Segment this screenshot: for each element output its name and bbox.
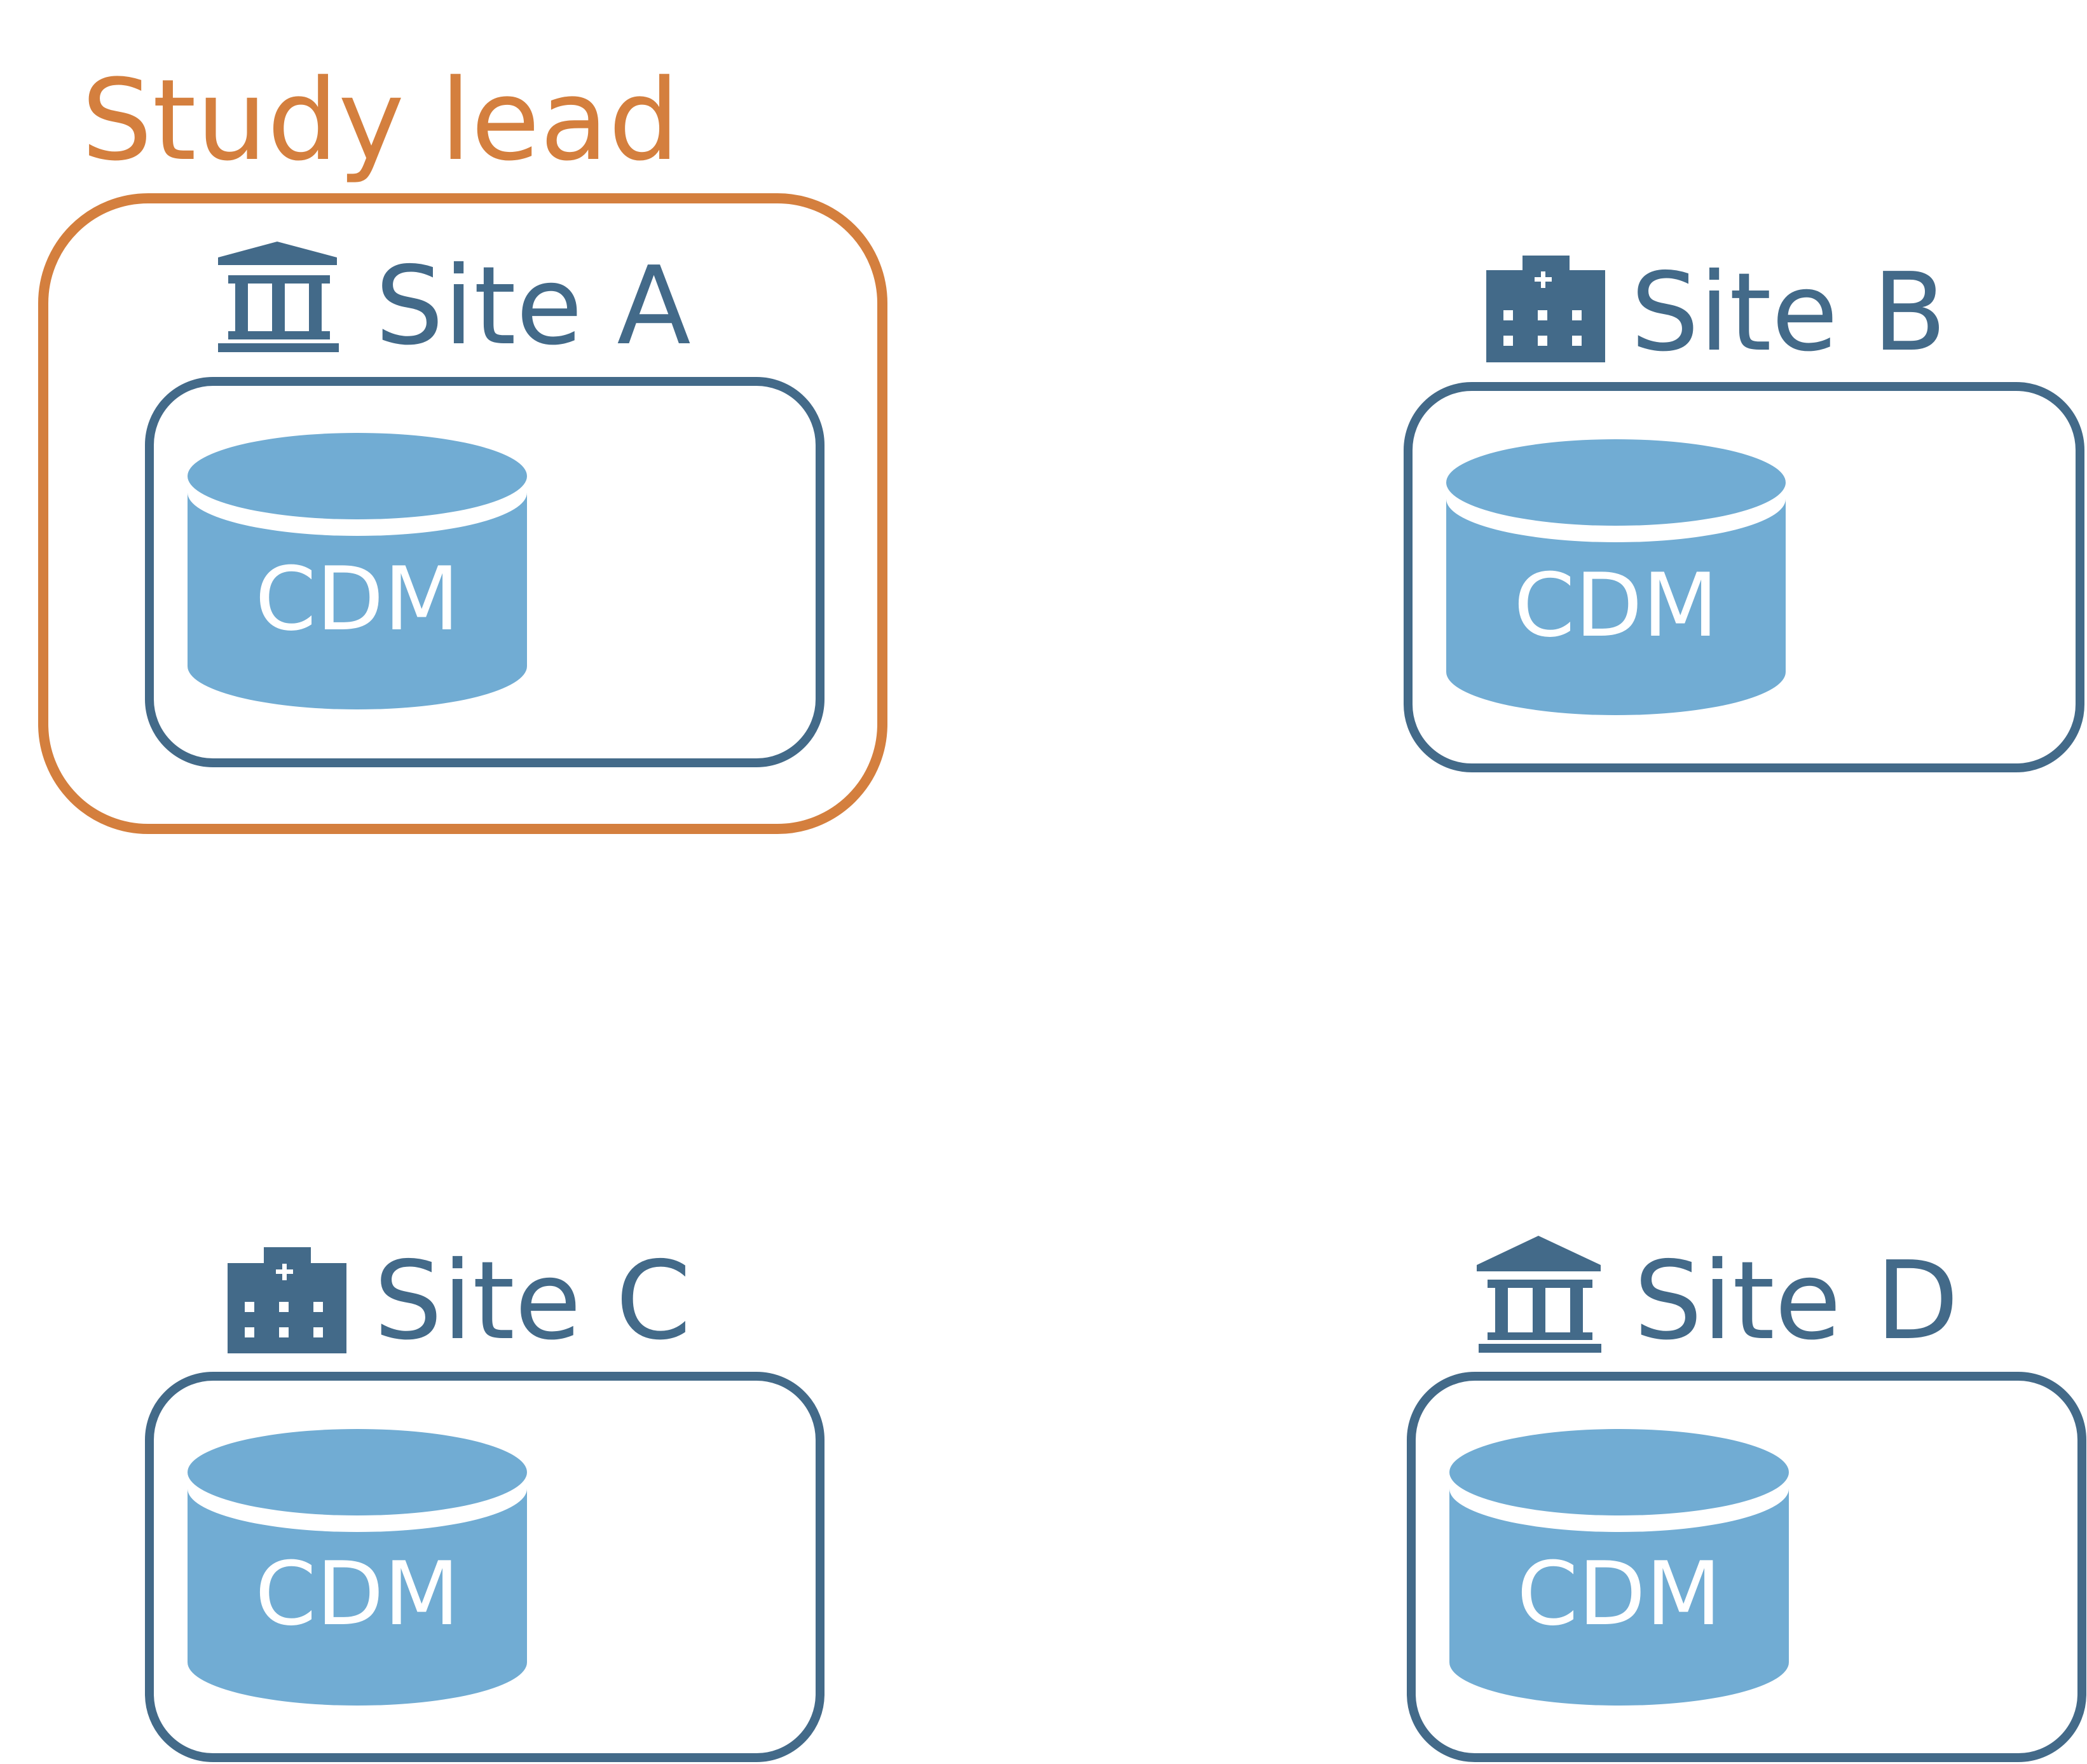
site-frame [1404,382,2084,772]
site-name: Site C [374,1238,691,1364]
database-label: CDM [255,548,460,650]
database-cylinder: CDM [188,1429,527,1706]
site-frame [145,377,825,767]
institution-icon [1477,1236,1601,1353]
site-name: Site B [1631,250,1947,376]
site-frame [1407,1372,2086,1762]
site-b-group: Site B CDM [1404,250,2084,772]
study-lead-label: Study lead [81,55,680,186]
hospital-icon [228,1247,346,1353]
site-name: Site A [375,243,691,369]
site-a-group: Site A CDM [145,242,825,767]
hospital-icon [1486,256,1605,362]
database-label: CDM [255,1543,460,1645]
site-c-group: Site C CDM [145,1238,825,1762]
study-lead-frame [38,193,887,834]
database-cylinder: CDM [188,433,527,709]
database-cylinder: CDM [1446,439,1786,715]
site-frame [145,1372,825,1762]
institution-icon [218,242,339,352]
database-label: CDM [1514,554,1718,657]
site-d-group: Site D CDM [1407,1236,2086,1762]
database-cylinder: CDM [1449,1429,1789,1706]
site-name: Site D [1634,1238,1959,1364]
database-label: CDM [1517,1543,1721,1645]
